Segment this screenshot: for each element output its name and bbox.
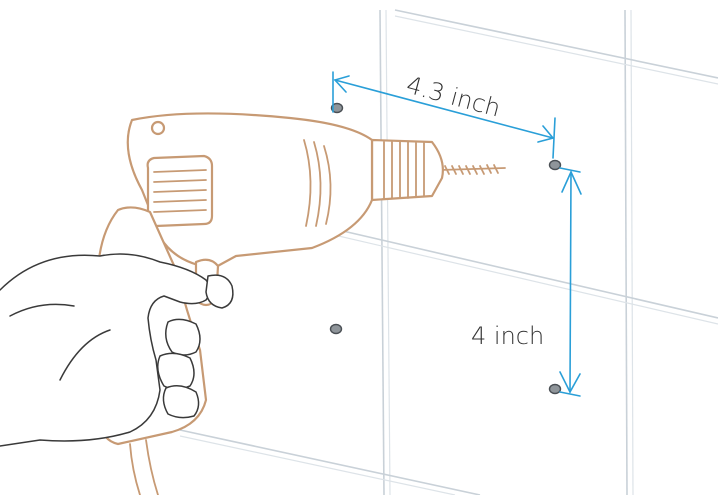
grout-vertical-1b: [385, 9, 391, 495]
arrowhead-bottom-icon: [559, 371, 581, 394]
horizontal-measurement-label: 4.3 inch: [403, 71, 503, 123]
grout-horizontal-3b: [179, 435, 456, 495]
drill-bit-twist: [444, 164, 499, 175]
hand-finger-1: [165, 318, 201, 356]
drill-hole-icon: [330, 102, 344, 114]
vertical-measurement-label: 4 inch: [471, 322, 544, 350]
grout-vertical-2a: [624, 9, 628, 495]
grout-vertical-2b: [630, 9, 634, 495]
hand-icon: [0, 253, 234, 447]
grout-horizontal-1a: [394, 9, 718, 79]
grout-horizontal-2a: [329, 227, 718, 319]
drill-chuck-ridges: [383, 141, 425, 199]
drill-cord: [129, 439, 159, 495]
drill-icon: [96, 112, 506, 495]
grout-horizontal-2b: [329, 233, 718, 325]
dimension-line-vertical: [569, 171, 572, 393]
tile-wall: [179, 9, 718, 495]
arrowhead-top-icon: [561, 170, 582, 195]
arrowhead-right-icon: [537, 125, 555, 143]
hand-finger-3: [162, 385, 200, 419]
dimension-tick-bottom: [559, 391, 581, 397]
hand-finger-2: [157, 352, 195, 390]
arrowhead-left-icon: [333, 75, 350, 93]
hand-index-finger: [205, 274, 234, 309]
drill-body: [126, 112, 374, 270]
drill-holes: [329, 102, 562, 395]
drill-body-grooves: [303, 139, 332, 227]
hand-knuckle-lines: [9, 303, 111, 381]
hand-palm: [0, 253, 211, 447]
drill-screw-top: [150, 120, 166, 136]
drill-hole-icon: [329, 323, 343, 335]
dimension-tick-top: [559, 167, 581, 173]
drill-vent-slots: [153, 169, 207, 213]
grout-vertical-1a: [379, 9, 385, 495]
grout-horizontal-3a: [179, 429, 481, 495]
grout-horizontal-1b: [394, 15, 718, 85]
drill-hole-icon: [548, 383, 562, 395]
dimension-line-horizontal: [334, 79, 554, 139]
drill-hole-icon: [548, 159, 562, 171]
drill-bit-shaft: [439, 167, 506, 171]
vertical-dimension: 4 inch: [471, 167, 582, 397]
